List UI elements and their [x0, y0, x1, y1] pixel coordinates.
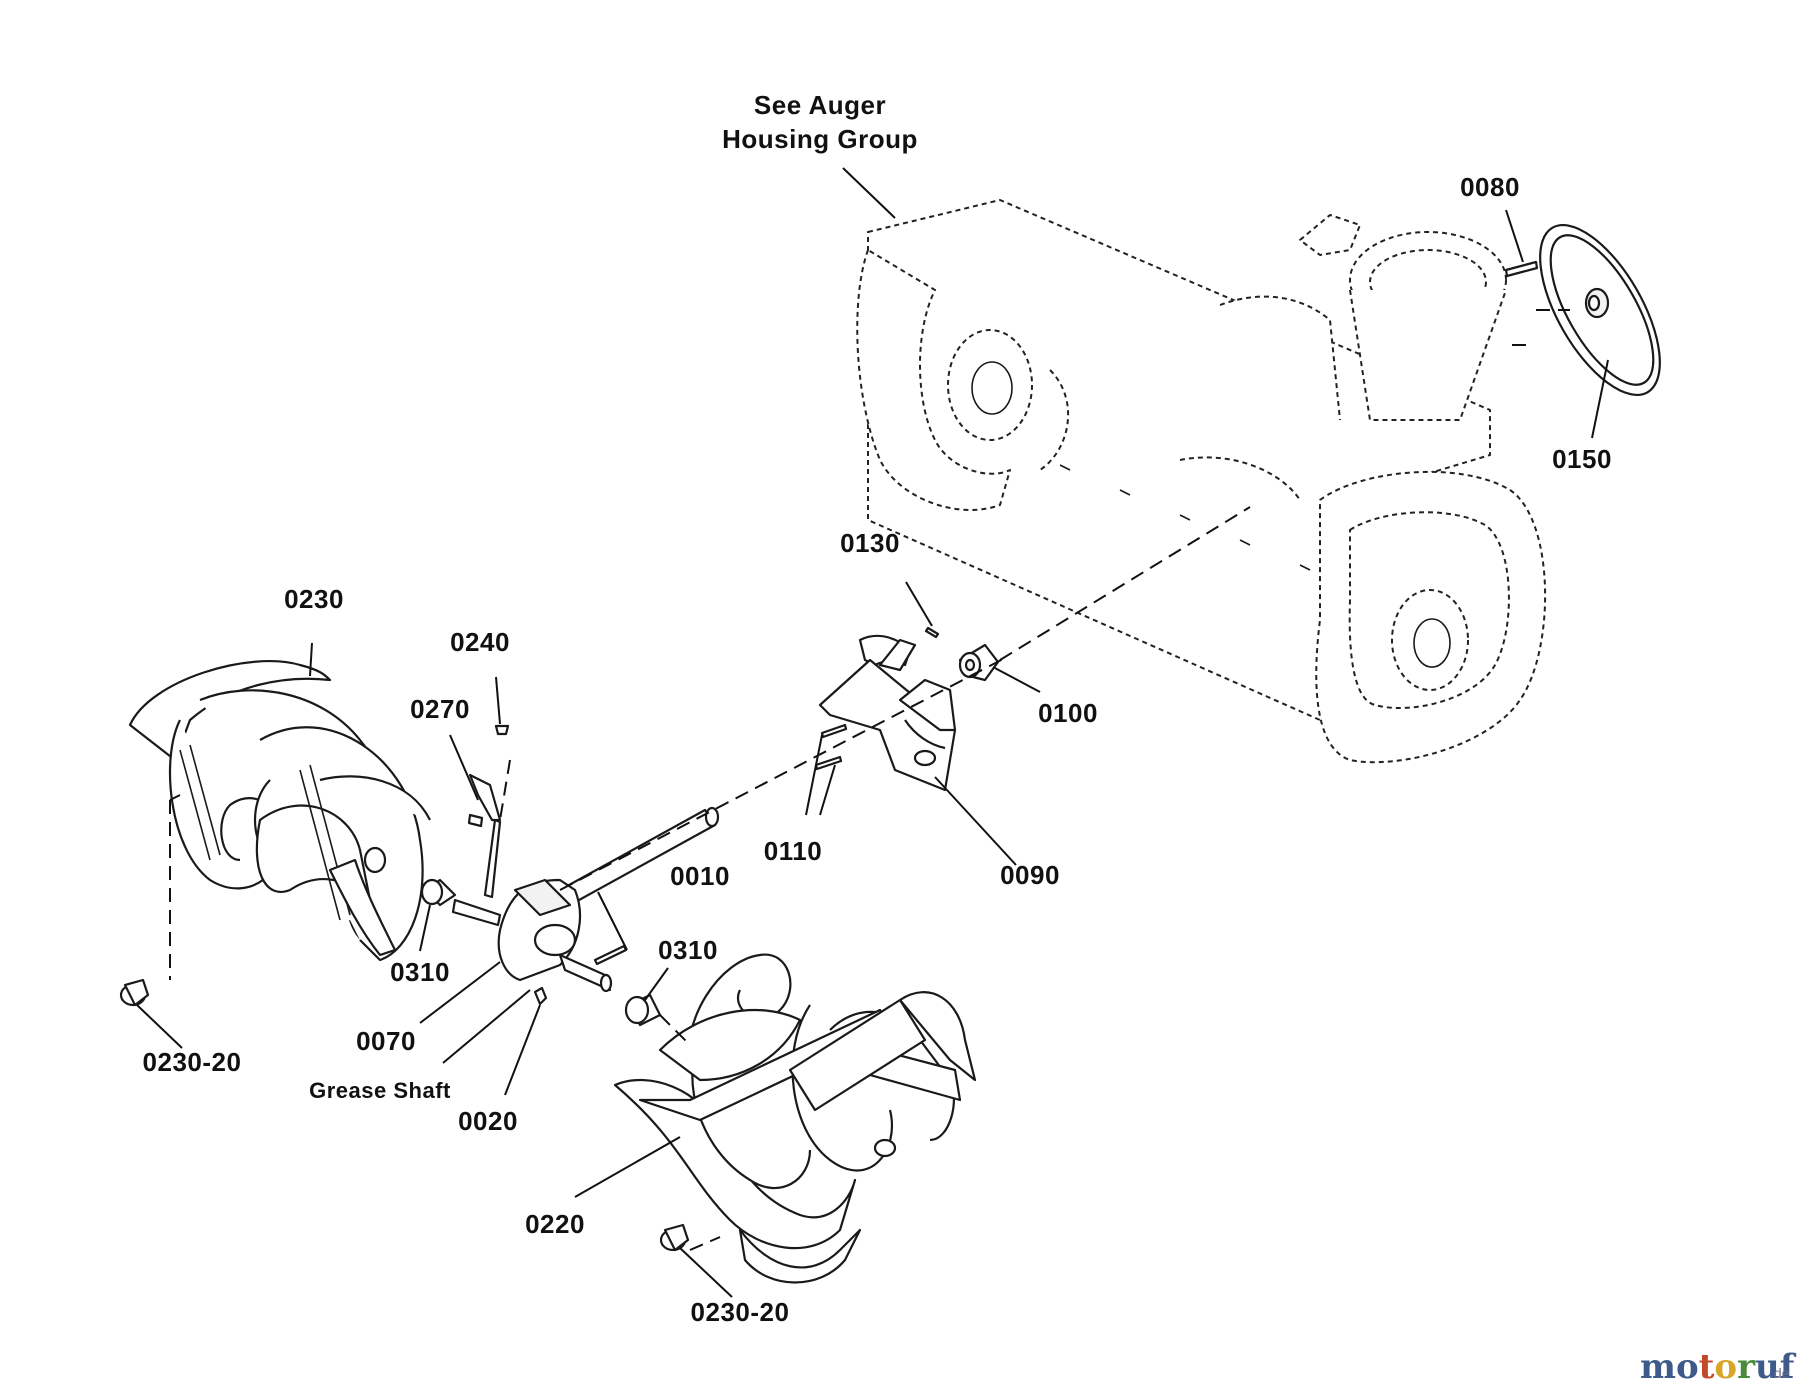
- label-0270: 0270: [410, 694, 470, 724]
- leader-lines: [136, 167, 1609, 1298]
- key-0080-icon: [1504, 260, 1539, 278]
- label-0130: 0130: [840, 528, 900, 558]
- bushing-0100-icon: [958, 643, 1000, 682]
- label-0230-20-bottom: 0230-20: [691, 1297, 790, 1327]
- plug-0230-20-bottom-icon: [659, 1223, 690, 1252]
- label-0110: 0110: [764, 836, 822, 866]
- bearing-icon: [420, 878, 662, 1027]
- assembly-lines: [169, 309, 1570, 1251]
- label-0230-20-left: 0230-20: [143, 1047, 242, 1077]
- wm-letter-3: t: [1699, 1347, 1715, 1387]
- grease-rod-0270-icon: [467, 773, 502, 899]
- bolt-0010-icon: [593, 944, 628, 966]
- label-0240: 0240: [450, 627, 510, 657]
- spiral-auger-right-icon: [613, 953, 977, 1284]
- auger-housing-icon: [856, 199, 1547, 764]
- wm-letter-2: o: [1676, 1347, 1699, 1387]
- label-grease-shaft: Grease Shaft: [309, 1078, 451, 1103]
- wm-letter-4: o: [1714, 1347, 1737, 1387]
- housing-label-line1: See Auger: [754, 90, 886, 120]
- label-0090: 0090: [1000, 860, 1060, 890]
- svg-text:motoruf: motoruf: [1640, 1347, 1797, 1387]
- label-0020: 0020: [458, 1106, 518, 1136]
- wm-letter-7: f: [1780, 1347, 1797, 1387]
- label-0080: 0080: [1460, 172, 1520, 202]
- pulley-icon: [1539, 223, 1661, 397]
- wm-letter-1: m: [1640, 1347, 1676, 1387]
- label-0070: 0070: [356, 1026, 416, 1056]
- label-0310-right: 0310: [658, 935, 718, 965]
- label-0010: 0010: [670, 861, 730, 891]
- roll-pin-0130-icon: [924, 626, 940, 639]
- wm-suffix: .de: [1770, 1365, 1790, 1381]
- housing-label-line2: Housing Group: [722, 124, 918, 154]
- label-0150: 0150: [1552, 444, 1612, 474]
- label-0220: 0220: [525, 1209, 585, 1239]
- label-0230: 0230: [284, 584, 344, 614]
- gearbox-icon: [451, 878, 613, 993]
- spiral-auger-icon: [128, 660, 431, 962]
- impeller-icon: [818, 634, 957, 792]
- wm-letter-6: u: [1755, 1347, 1780, 1387]
- watermark-logo: motoruf .de: [1640, 1347, 1797, 1387]
- label-0100: 0100: [1038, 698, 1098, 728]
- bolt-0240-icon: [494, 724, 510, 736]
- wm-letter-5: r: [1737, 1347, 1756, 1387]
- plug-0230-20-left-icon: [119, 978, 150, 1007]
- label-0310-left: 0310: [390, 957, 450, 987]
- fitting-0020-icon: [533, 986, 548, 1006]
